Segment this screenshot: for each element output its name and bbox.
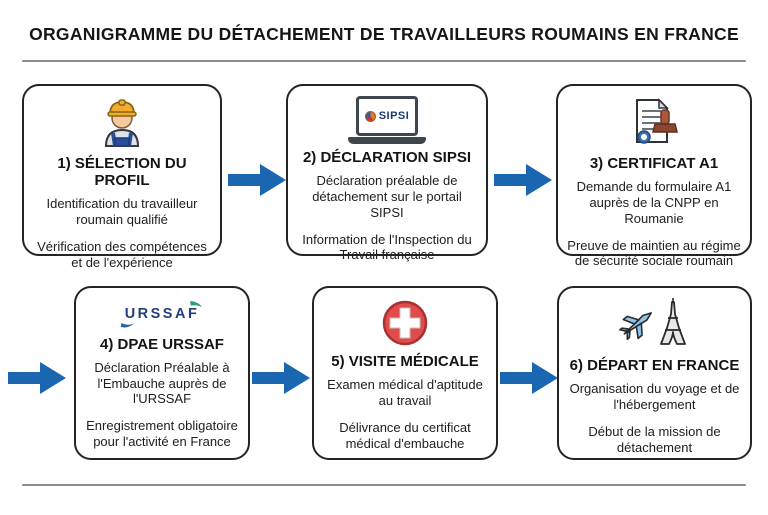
step-text: Demande du formulaire A1 auprès de la CN… [576, 179, 732, 226]
urssaf-logo-icon: URSSAF [102, 298, 222, 331]
plane-eiffel-icon [615, 298, 695, 352]
laptop-screen: SIPSI [356, 96, 418, 136]
step-heading: 6) DÉPART EN FRANCE [569, 357, 740, 374]
step-heading: 3) CERTIFICAT A1 [589, 155, 719, 172]
step-heading: 4) DPAE URSSAF [100, 335, 224, 353]
sipsi-laptop-icon: SIPSI [348, 96, 426, 144]
step-text: Vérification des compétences et de l'exp… [37, 238, 207, 270]
step-box-4: URSSAF 4) DPAE URSSAF Déclaration Préala… [74, 286, 250, 460]
step-box-1: 1) SÉLECTION DU PROFIL Identification du… [22, 84, 222, 270]
worker-icon [96, 96, 148, 150]
step-text: Information de l'Inspection du Travail f… [302, 231, 472, 263]
page-title: ORGANIGRAMME DU DÉTACHEMENT DE TRAVAILLE… [29, 24, 739, 44]
urssaf-logo-label: URSSAF [124, 306, 200, 323]
laptop-base [348, 137, 426, 144]
arrow-into-step4 [8, 358, 66, 398]
step-heading: 5) VISITE MÉDICALE [331, 353, 479, 370]
arrow-step5-to-step6 [500, 358, 558, 398]
step-text: Délivrance du certificat médical d'embau… [339, 419, 471, 451]
step-box-6: 6) DÉPART EN FRANCE Organisation du voya… [557, 286, 752, 460]
medical-cross-icon [380, 298, 430, 348]
arrow-step4-to-step5 [252, 358, 310, 398]
arrow-step1-to-step2 [228, 160, 286, 200]
step-heading: 1) SÉLECTION DU PROFIL [57, 155, 187, 189]
arrow-step2-to-step3 [494, 160, 552, 200]
step-text: Enregistrement obligatoire pour l'activi… [86, 418, 238, 450]
step-box-2: SIPSI 2) DÉCLARATION SIPSI Déclaration p… [286, 84, 488, 262]
step-box-5: 5) VISITE MÉDICALE Examen médical d'apti… [312, 286, 498, 460]
step-text: Début de la mission de détachement [588, 423, 721, 455]
urssaf-swooshes [120, 301, 203, 328]
step-box-3: 3) CERTIFICAT A1 Demande du formulaire A… [556, 84, 752, 268]
sipsi-logo-label: SIPSI [378, 110, 410, 122]
step-text: Organisation du voyage et de l'hébergeme… [569, 381, 740, 412]
step-text: Déclaration préalable de détachement sur… [312, 173, 462, 220]
step-text: Preuve de maintien au régime de sécurité… [567, 237, 741, 269]
step-heading: 2) DÉCLARATION SIPSI [302, 149, 472, 166]
footer-divider [22, 484, 746, 486]
airplane-icon [618, 312, 652, 340]
step-text: Examen médical d'aptitude au travail [327, 377, 483, 408]
title-divider [22, 60, 746, 62]
step-text: Identification du travailleur roumain qu… [46, 196, 198, 227]
eiffel-tower-icon [659, 298, 686, 345]
sipsi-logo-icon [364, 110, 376, 122]
step-text: Déclaration Préalable à l'Embauche auprè… [94, 359, 230, 407]
stamped-document-icon [625, 96, 683, 150]
